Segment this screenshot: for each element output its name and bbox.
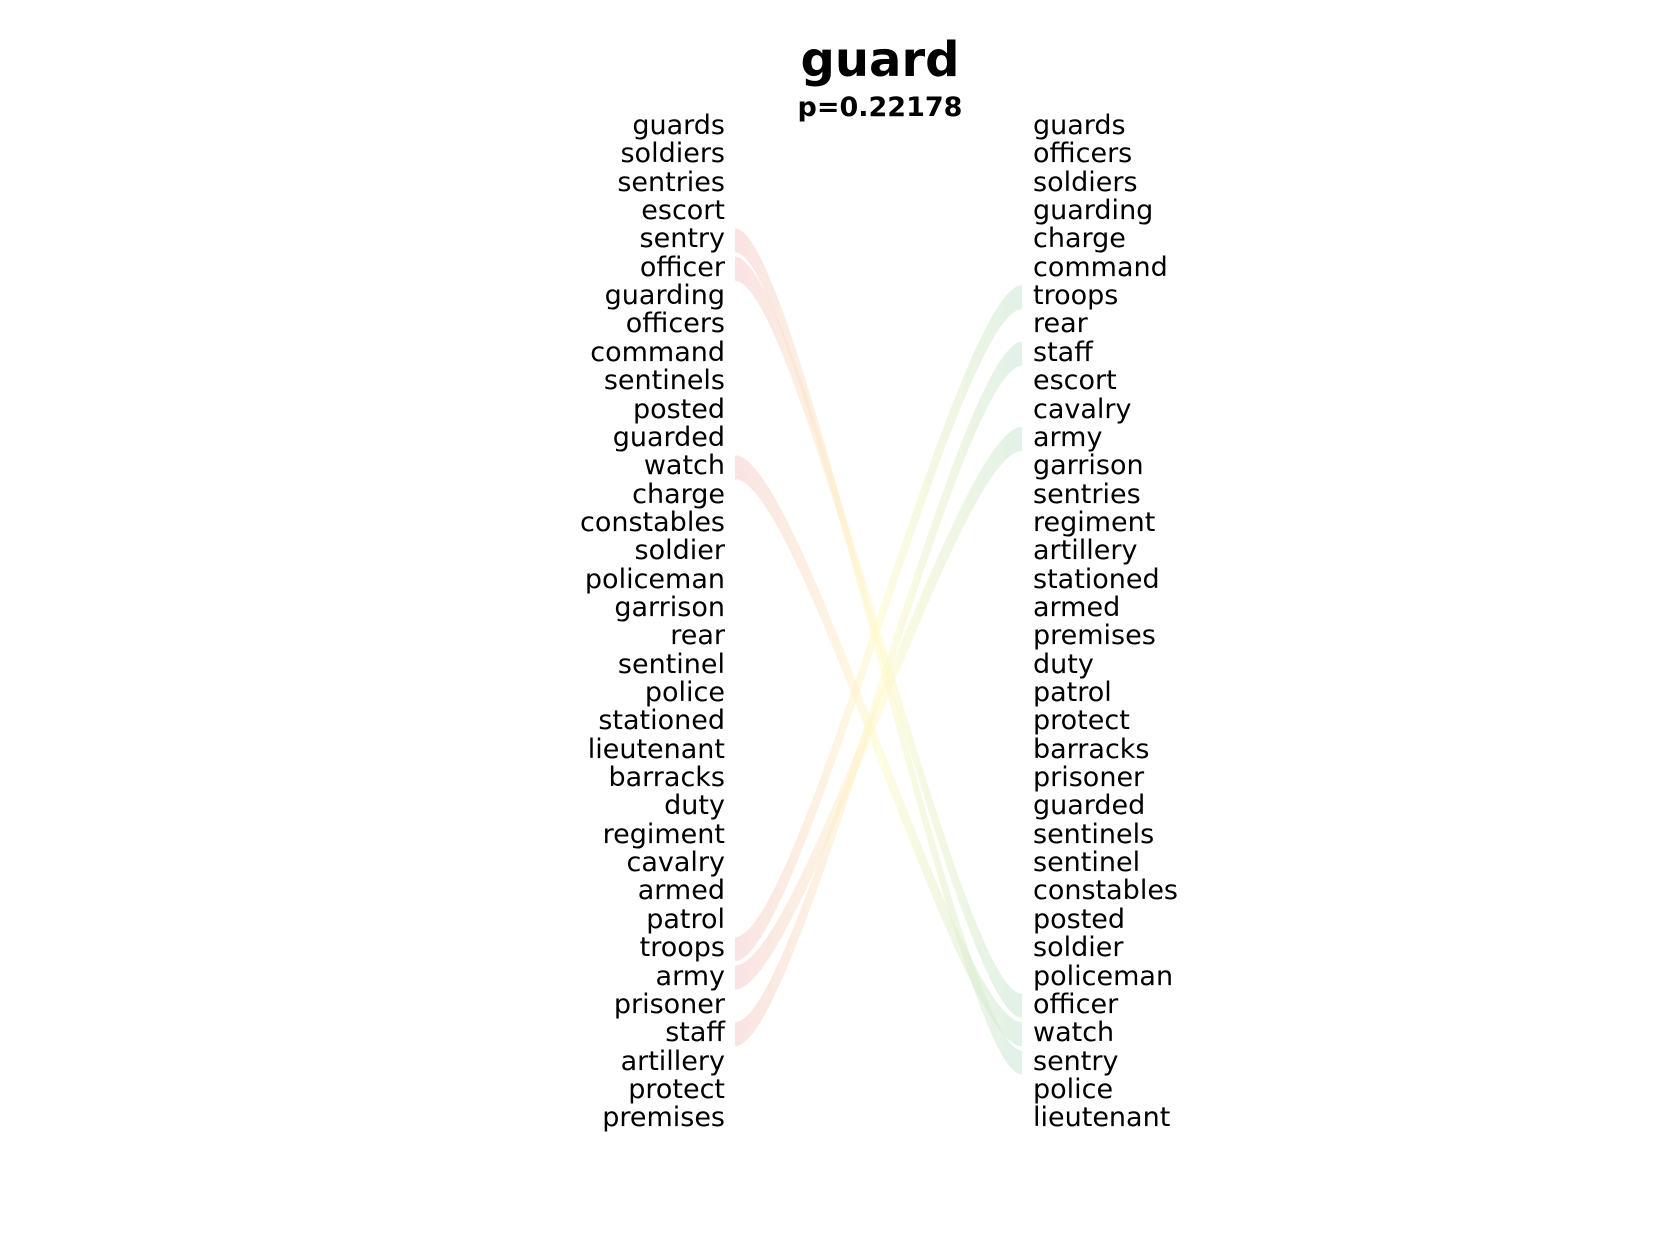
left-word-army: army [655,960,725,992]
right-word-armed: armed [1033,591,1121,623]
right-word-sentinels: sentinels [1033,818,1155,850]
right-word-officers: officers [1033,138,1133,170]
left-word-barracks: barracks [608,762,725,794]
left-word-rear: rear [670,620,725,652]
left-word-sentry: sentry [639,223,725,255]
left-word-constables: constables [580,506,725,538]
link-troops [735,285,1022,962]
diagram-title: guard [800,32,960,88]
right-word-watch: watch [1033,1017,1115,1049]
right-word-officer: officer [1033,988,1119,1020]
left-word-armed: armed [637,875,725,907]
left-word-premises: premises [602,1102,725,1134]
right-word-guards: guards [1033,110,1126,141]
left-word-prisoner: prisoner [613,988,725,1020]
left-word-officer: officer [639,251,725,283]
left-word-escort: escort [641,195,725,227]
left-word-sentries: sentries [617,166,725,198]
left-word-officers: officers [625,308,725,340]
right-word-constables: constables [1033,875,1178,907]
right-word-charge: charge [1033,223,1126,255]
left-word-staff: staff [665,1017,725,1049]
left-word-patrol: patrol [646,903,725,935]
left-word-guarded: guarded [612,421,725,453]
right-word-troops: troops [1033,280,1119,312]
left-word-garrison: garrison [614,591,725,623]
right-word-premises: premises [1033,620,1156,652]
left-word-policeman: policeman [584,563,725,595]
right-word-guarding: guarding [1033,195,1154,227]
left-word-soldier: soldier [634,535,725,567]
left-word-protect: protect [628,1073,725,1105]
left-word-command: command [590,336,725,368]
left-word-guards: guards [632,110,725,141]
left-word-soldiers: soldiers [620,138,725,170]
right-word-stationed: stationed [1033,563,1160,595]
right-word-protect: protect [1033,705,1130,737]
right-word-regiment: regiment [1033,506,1156,538]
right-word-lieutenant: lieutenant [1033,1102,1171,1134]
left-word-police: police [644,677,725,708]
right-word-staff: staff [1033,336,1093,368]
right-word-sentry: sentry [1033,1045,1119,1077]
right-word-soldier: soldier [1033,932,1124,964]
left-word-charge: charge [632,478,725,510]
right-word-police: police [1033,1073,1114,1105]
right-word-rear: rear [1033,308,1088,340]
link-sentry [735,228,1022,1075]
left-word-regiment: regiment [602,818,725,850]
left-word-cavalry: cavalry [626,847,726,879]
right-word-artillery: artillery [1033,535,1138,567]
right-word-patrol: patrol [1033,677,1112,708]
right-word-prisoner: prisoner [1033,762,1145,794]
right-word-garrison: garrison [1033,450,1144,482]
right-word-command: command [1033,251,1168,283]
right-word-soldiers: soldiers [1033,166,1138,198]
left-word-artillery: artillery [620,1045,725,1077]
link-staff [735,341,1022,1047]
left-word-sentinel: sentinel [617,648,725,680]
left-word-posted: posted [632,393,725,425]
right-word-sentinel: sentinel [1033,847,1141,879]
left-word-watch: watch [643,450,725,482]
right-word-duty: duty [1033,648,1094,680]
right-word-barracks: barracks [1033,733,1150,765]
link-watch [735,455,1022,1047]
diagram-subtitle: p=0.22178 [797,92,963,123]
left-word-guarding: guarding [604,280,725,312]
right-word-posted: posted [1033,903,1126,935]
left-word-sentinels: sentinels [603,365,725,397]
left-word-stationed: stationed [598,705,725,737]
link-army [735,426,1022,990]
right-word-guarded: guarded [1033,790,1146,822]
right-word-army: army [1033,421,1103,453]
right-word-policeman: policeman [1033,960,1174,992]
left-word-duty: duty [664,790,725,822]
right-word-sentries: sentries [1033,478,1141,510]
left-word-troops: troops [639,932,725,964]
right-word-escort: escort [1033,365,1117,397]
right-word-cavalry: cavalry [1033,393,1132,425]
left-word-lieutenant: lieutenant [587,733,725,765]
link-officer [735,256,1022,1018]
